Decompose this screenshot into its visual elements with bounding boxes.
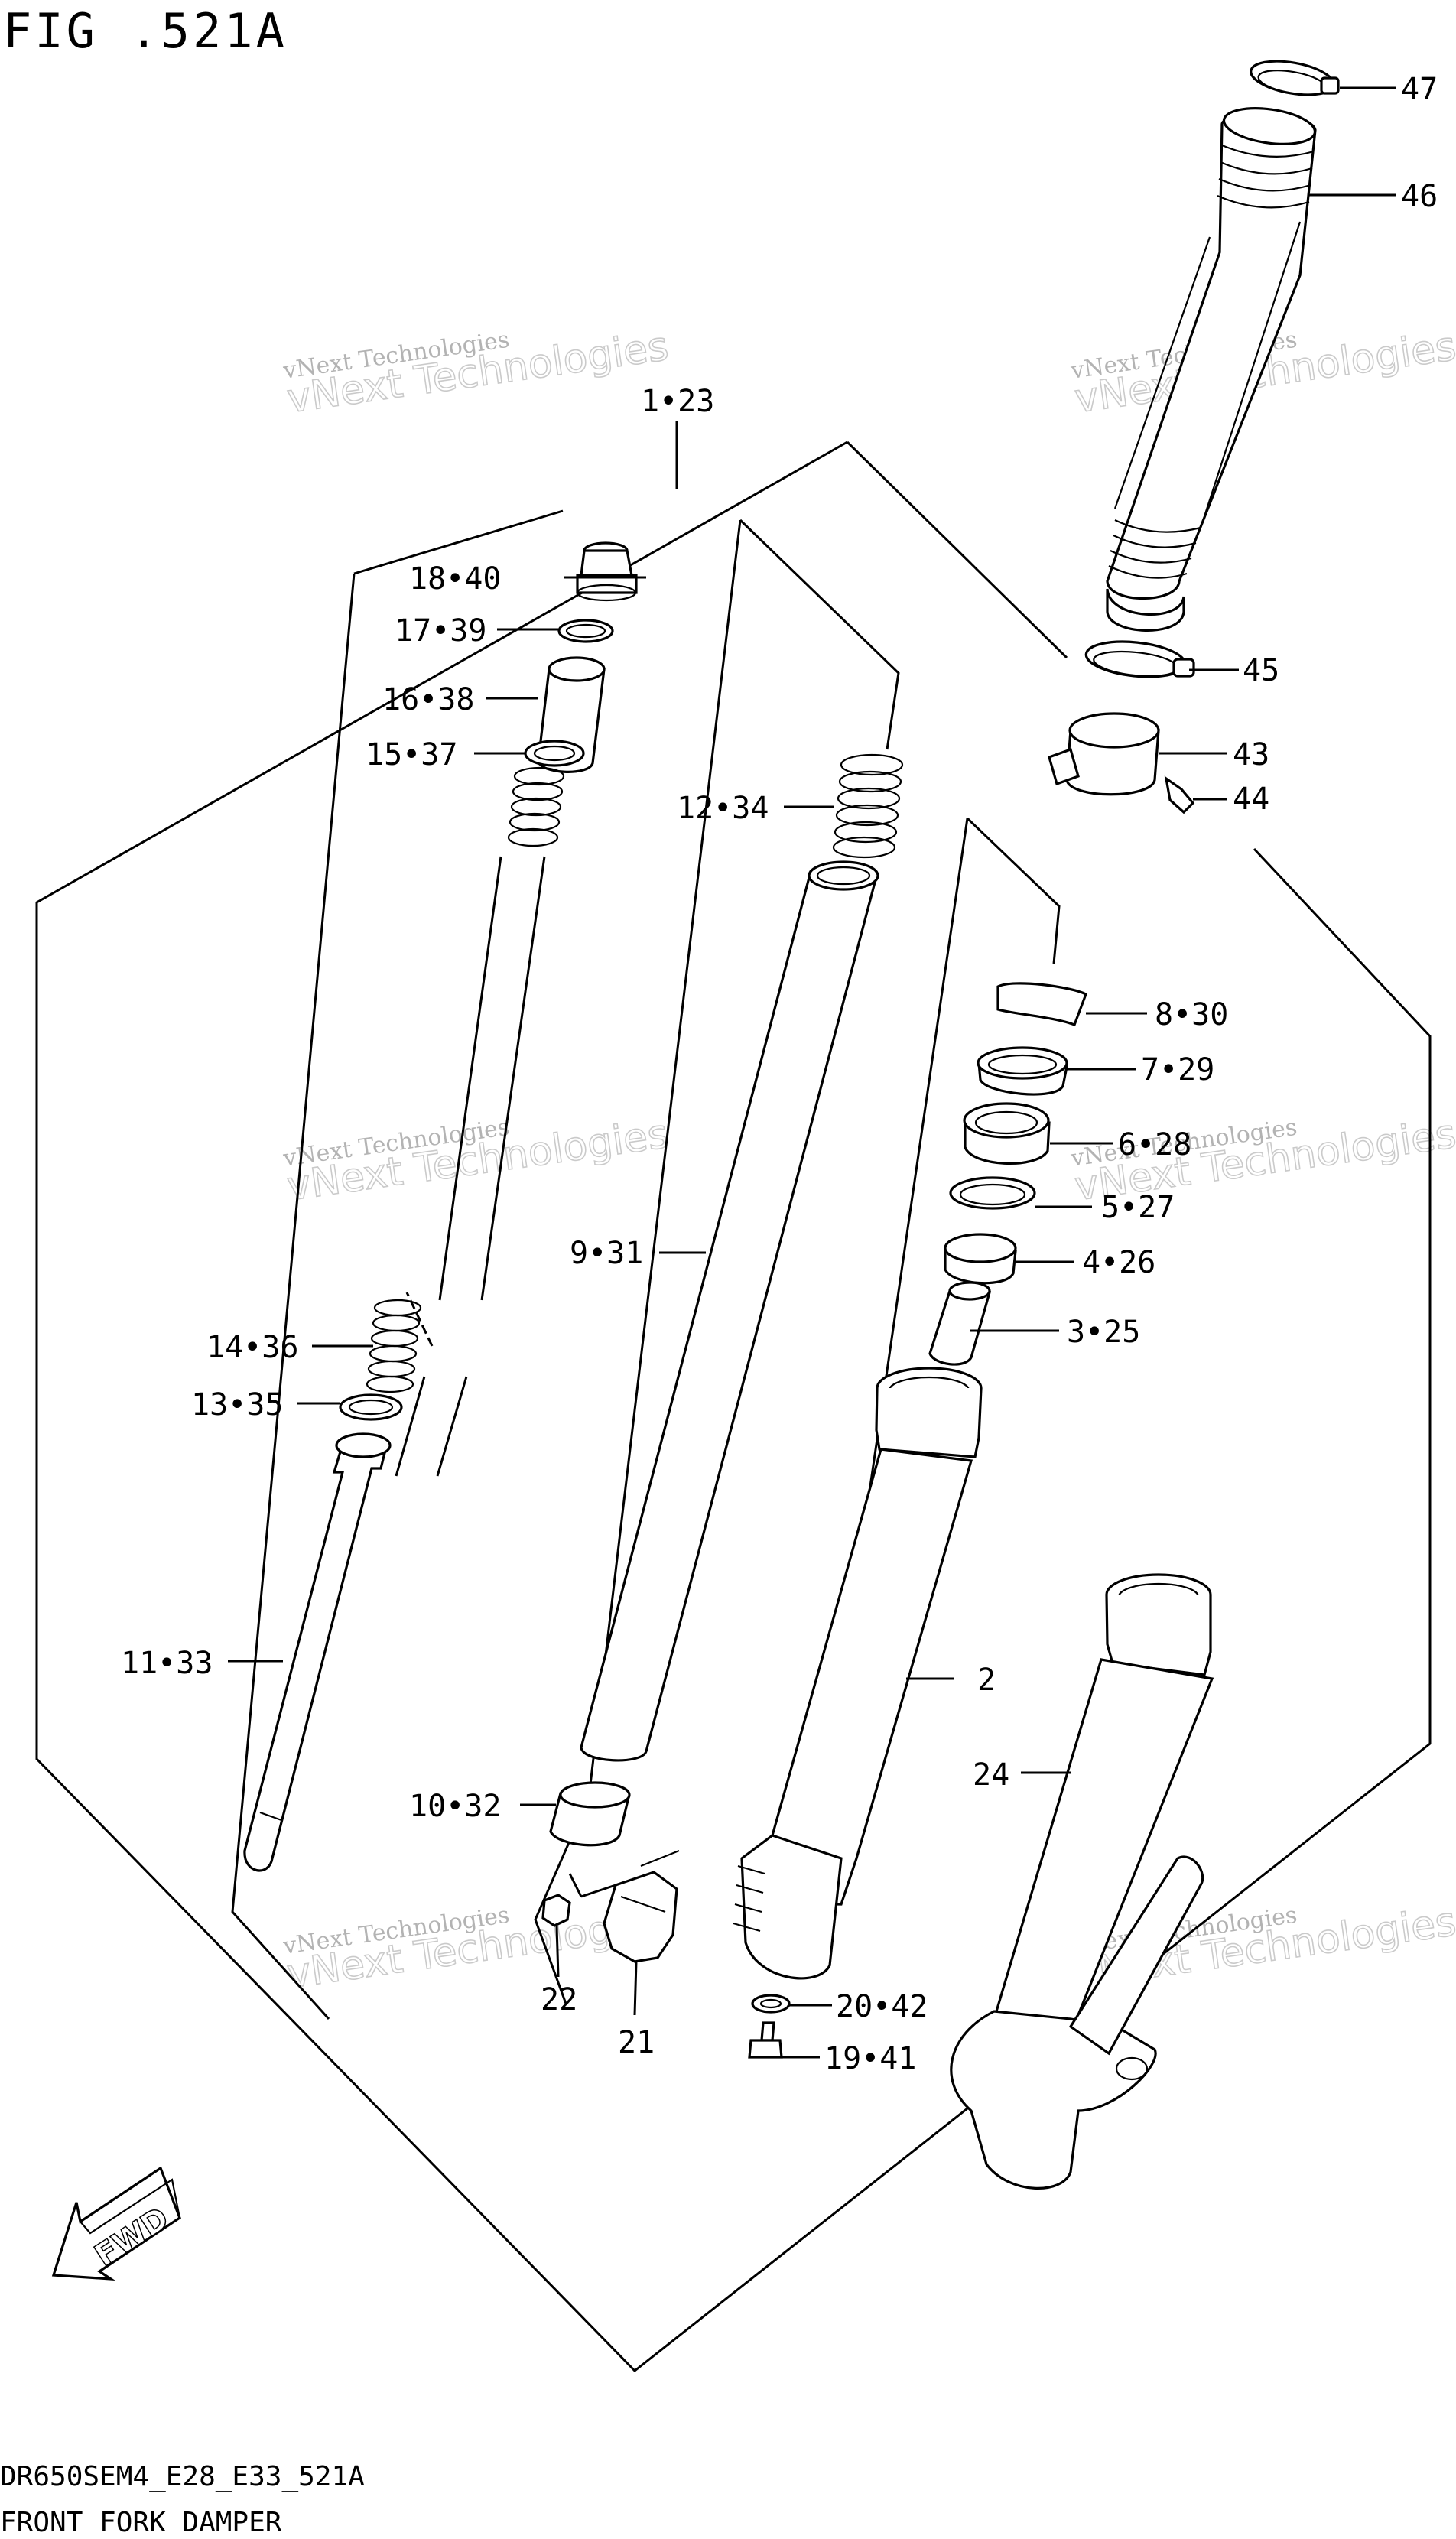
part-10-bushing [549,1781,631,1847]
part-21-axle-holder [568,1849,680,1963]
part-47-clamp [1250,60,1340,96]
part-45-clamp [1084,640,1195,678]
part-17-o-ring [557,619,614,643]
callout-15-37: 15•37 [366,737,457,772]
part-19-bolt [748,2021,783,2059]
callout-1-23: 1•23 [641,384,714,419]
part-43-fork-guide [1048,712,1160,796]
part-damper-rod [395,856,546,1477]
callout-20-42: 20•42 [836,1989,928,2024]
callout-16-38: 16•38 [382,682,474,717]
part-5-washer [949,1176,1036,1210]
part-9-inner-tube [580,860,879,1762]
part-7-stopper-ring [977,1046,1068,1096]
part-44-screw [1164,775,1195,814]
figure-code: DR650SEM4_E28_E33_521A [0,2461,365,2492]
part-rebound-spring-upper [507,766,565,847]
fwd-arrow: FWD [51,2166,181,2281]
callout-14-36: 14•36 [206,1330,298,1365]
callout-24: 24 [973,1757,1009,1793]
callout-18-40: 18•40 [409,561,501,597]
part-20-gasket [751,1994,791,2014]
part-15-washer [524,740,585,767]
part-24-outer-tube-assembly [950,1573,1214,2190]
part-6-oil-seal [963,1102,1051,1165]
callout-2: 2 [977,1663,996,1698]
callout-12-34: 12•34 [677,791,769,826]
callout-6-28: 6•28 [1118,1127,1191,1162]
part-2-outer-tube [733,1367,983,1980]
part-12-spring [832,753,904,859]
callout-22: 22 [541,1982,577,2017]
callout-3-25: 3•25 [1067,1315,1140,1350]
callout-10-32: 10•32 [409,1789,501,1824]
part-18-cap-bolt [576,541,638,602]
callout-19-41: 19•41 [824,2041,916,2076]
part-4-guide-bushing [944,1233,1017,1285]
figure-caption: FRONT FORK DAMPER [0,2507,282,2538]
callout-4-26: 4•26 [1082,1245,1155,1280]
part-3-slide-bushing [928,1281,992,1366]
part-11-damper-cylinder [243,1432,392,1872]
callout-43: 43 [1233,737,1269,772]
callout-7-29: 7•29 [1141,1052,1214,1087]
callout-45: 45 [1243,653,1279,688]
callout-11-33: 11•33 [121,1646,213,1681]
leader-lines [228,86,1396,2059]
callout-46: 46 [1401,179,1438,214]
callout-47: 47 [1401,72,1438,107]
part-13-washer [339,1393,403,1421]
callout-labels: 47 46 1•23 18•40 17•39 16•38 15•37 12•34… [121,72,1438,2076]
part-22-nut [541,1894,571,1927]
callout-21: 21 [618,2025,655,2060]
callout-13-35: 13•35 [191,1387,283,1422]
part-8-dust-seal [996,982,1088,1027]
callout-8-30: 8•30 [1155,997,1228,1032]
callout-17-39: 17•39 [395,613,486,649]
part-46-fork-boot [1106,107,1317,632]
callout-5-27: 5•27 [1101,1190,1175,1225]
callout-44: 44 [1233,782,1269,817]
part-14-spring-lower [366,1299,422,1393]
figure-title: FIG .521A [3,3,288,59]
callout-9-31: 9•31 [570,1236,643,1271]
